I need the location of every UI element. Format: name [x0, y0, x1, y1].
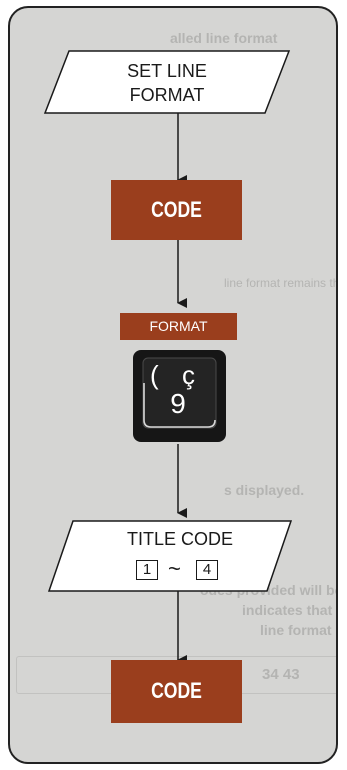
- title-code-to-box: 4: [196, 560, 218, 580]
- code-box-bottom: [111, 660, 242, 723]
- flow-diagram: [43, 50, 293, 723]
- show-through-text-2: line format remains the previous: [224, 276, 336, 290]
- flowchart-card: alled line format line format remains th…: [8, 6, 338, 764]
- title-code-shape: [47, 520, 293, 592]
- code-top-label: CODE: [151, 197, 202, 222]
- key-legend-bottom: 9: [170, 388, 186, 419]
- title-code-from-box: 1: [136, 560, 158, 580]
- set-line-format-line2: FORMAT: [129, 85, 205, 105]
- show-through-text-7: 34 43: [262, 666, 300, 683]
- set-line-format-shape: [43, 50, 291, 114]
- key-legend-top-left: (: [150, 360, 159, 390]
- set-line-format-line1: SET LINE: [127, 61, 207, 81]
- show-through-text-1: alled line format: [170, 30, 278, 46]
- key-legend-top-right: ç: [182, 360, 195, 390]
- show-through-text-5: indicates that the title code: [242, 602, 336, 618]
- format-tag-label: FORMAT: [149, 318, 208, 334]
- title-code-range-separator: ~: [168, 556, 181, 581]
- show-through-text-3: s displayed.: [224, 482, 305, 498]
- set-line-format-label: SET LINE FORMAT: [69, 59, 265, 107]
- code-box-top: [111, 180, 242, 240]
- title-code-label: TITLE CODE: [126, 529, 233, 549]
- show-through-text-6: line format: [260, 622, 332, 638]
- key-cap-icon: [133, 350, 226, 442]
- format-tag-shape: [120, 313, 237, 340]
- code-bottom-label: CODE: [151, 678, 202, 703]
